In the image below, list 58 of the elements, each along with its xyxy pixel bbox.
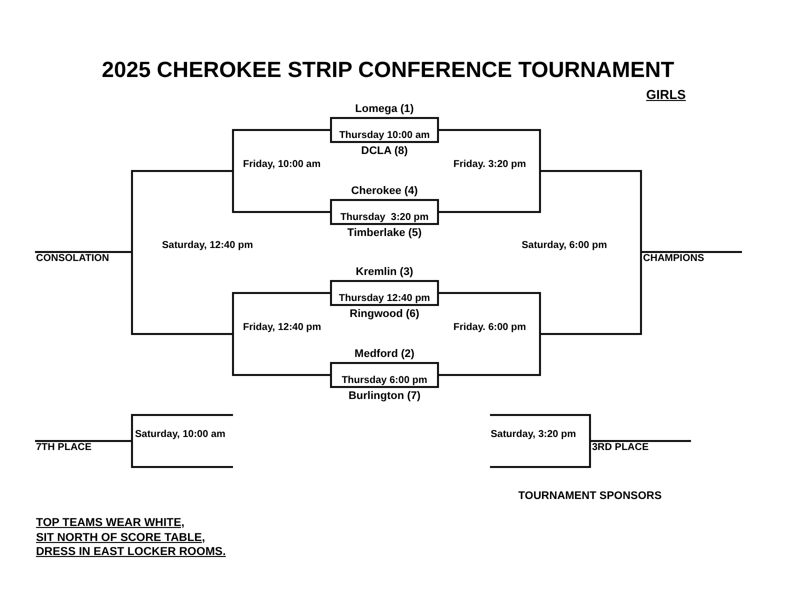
game-time: Thursday 6:00 pm (342, 375, 428, 386)
game-time: Saturday, 6:00 pm (522, 240, 607, 252)
team-name: Burlington (7) (348, 390, 421, 402)
connector-line (133, 170, 232, 172)
game-box (330, 280, 439, 306)
connector-line (234, 211, 330, 213)
game-time: Thursday 12:40 pm (338, 293, 430, 304)
bracket-line (539, 292, 541, 376)
game-time: Saturday, 10:00 am (135, 429, 226, 441)
game-time: Friday. 3:20 pm (453, 159, 526, 171)
connector-line (439, 292, 539, 294)
note-text: SIT NORTH OF SCORE TABLE, (36, 530, 206, 544)
title: 2025 CHEROKEE STRIP CONFERENCE TOURNAMENT (102, 57, 674, 83)
connector-line (439, 129, 539, 131)
connector-line (35, 440, 131, 442)
game-time: Friday, 12:40 pm (243, 322, 322, 334)
connector-line (490, 466, 589, 468)
team-name: Medford (2) (354, 348, 414, 361)
connector-line (133, 414, 233, 416)
connector-line (35, 251, 131, 253)
game-time: Friday, 10:00 am (243, 159, 321, 171)
connector-line (490, 414, 589, 416)
connector-line (541, 170, 640, 172)
game-time: Friday. 6:00 pm (453, 322, 526, 334)
connector-line (541, 333, 640, 335)
section-heading: TOURNAMENT SPONSORS (518, 490, 662, 502)
bracket-line (640, 170, 642, 335)
team-name: Cherokee (4) (351, 185, 418, 198)
team-name: DCLA (8) (361, 144, 408, 158)
game-box (330, 199, 439, 225)
game-time: Thursday 3:20 pm (340, 212, 429, 223)
bracket-line (131, 170, 133, 335)
game-box (330, 117, 439, 143)
division-heading: GIRLS (646, 87, 686, 103)
game-box (330, 362, 439, 388)
bracket-line (232, 129, 234, 213)
bracket-line (539, 129, 541, 213)
connector-line (439, 374, 539, 376)
connector-line (133, 466, 233, 468)
bracket-line (589, 414, 591, 468)
team-name: Lomega (1) (355, 103, 414, 116)
bracket-line (131, 414, 133, 468)
connector-line (234, 374, 330, 376)
connector-line (642, 251, 742, 253)
game-time: Thursday 10:00 am (339, 130, 430, 141)
team-name: Timberlake (5) (347, 226, 422, 240)
note-text: TOP TEAMS WEAR WHITE, (36, 516, 184, 530)
game-time: Saturday, 12:40 pm (162, 240, 253, 252)
connector-line (133, 333, 232, 335)
game-time: Saturday, 3:20 pm (490, 429, 576, 441)
note-text: DRESS IN EAST LOCKER ROOMS. (36, 545, 226, 559)
connector-line (234, 129, 330, 131)
connector-line (591, 440, 691, 442)
team-name: Kremlin (3) (356, 266, 414, 279)
team-name: Ringwood (6) (350, 308, 420, 320)
connector-line (234, 292, 330, 294)
connector-line (439, 211, 539, 213)
bracket-line (232, 292, 234, 376)
